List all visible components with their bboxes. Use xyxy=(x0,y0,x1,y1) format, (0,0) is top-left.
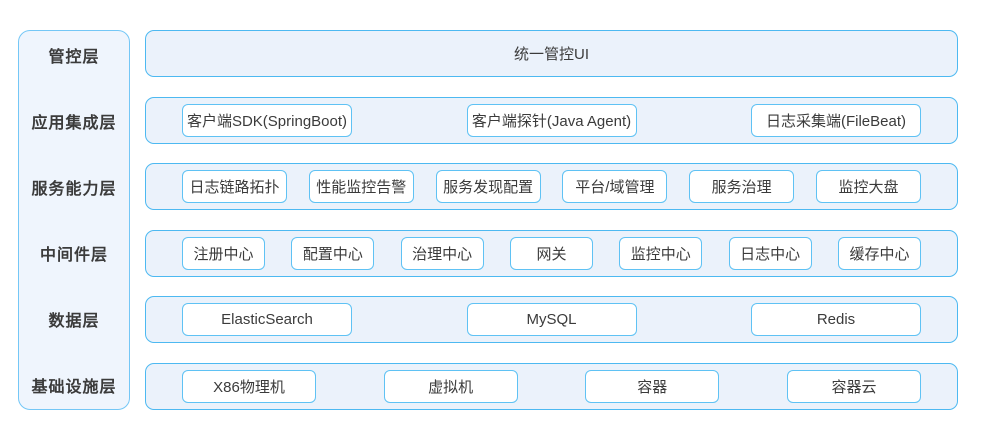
layer-row-1: 客户端SDK(SpringBoot) 客户端探针(Java Agent) 日志采集端… xyxy=(145,96,958,144)
layer-row-5: X86物理机 虚拟机 容器 容器云 xyxy=(145,362,958,410)
layer-label-1: 应用集成层 xyxy=(31,114,117,132)
component-box: 配置中心 xyxy=(291,236,375,270)
component-box: 日志采集端(FileBeat) xyxy=(751,103,921,137)
component-box: 容器 xyxy=(585,369,720,403)
layer-row-0: 统一管控UI xyxy=(145,30,958,77)
layer-rows: 统一管控UI 客户端SDK(SpringBoot) 客户端探针(Java Agent… xyxy=(145,30,958,410)
component-box: 虚拟机 xyxy=(383,369,518,403)
layer-sidebar: 管控层应用集成层服务能力层中间件层数据层基础设施层 xyxy=(18,30,130,410)
component-box: 注册中心 xyxy=(182,236,265,270)
component-box: 日志中心 xyxy=(728,236,812,270)
component-box: ElasticSearch xyxy=(182,303,352,337)
component-box: 监控中心 xyxy=(619,236,703,270)
component-box: 平台/域管理 xyxy=(562,170,668,204)
component-box: 网关 xyxy=(509,236,593,270)
layer-row-2: 日志链路拓扑性能监控告警服务发现配置平台/域管理服务治理监控大盘 xyxy=(145,163,958,211)
component-box: 客户端SDK(SpringBoot) xyxy=(182,103,352,137)
component-box: X86物理机 xyxy=(182,369,316,403)
component-box: 日志链路拓扑 xyxy=(182,170,287,204)
layer-label-0: 管控层 xyxy=(48,48,100,66)
component-box: 容器云 xyxy=(786,369,921,403)
component-box: 缓存中心 xyxy=(837,236,921,270)
layer-label-3: 中间件层 xyxy=(39,247,108,265)
component-box: 服务治理 xyxy=(689,170,795,204)
layer-row-4: ElasticSearch MySQL Redis xyxy=(145,296,958,344)
layer-label-2: 服务能力层 xyxy=(31,180,117,198)
component-box: MySQL xyxy=(466,303,637,337)
row-title: 统一管控UI xyxy=(513,46,589,63)
component-box: 客户端探针(Java Agent) xyxy=(466,103,637,137)
component-box: 服务发现配置 xyxy=(435,170,541,204)
component-box: 性能监控告警 xyxy=(308,170,414,204)
layer-label-4: 数据层 xyxy=(48,313,100,331)
component-box: 治理中心 xyxy=(400,236,484,270)
layer-label-5: 基础设施层 xyxy=(31,379,117,397)
layer-row-3: 注册中心配置中心治理中心网关监控中心日志中心缓存中心 xyxy=(145,229,958,277)
component-box: Redis xyxy=(751,303,921,337)
component-box: 监控大盘 xyxy=(815,170,921,204)
